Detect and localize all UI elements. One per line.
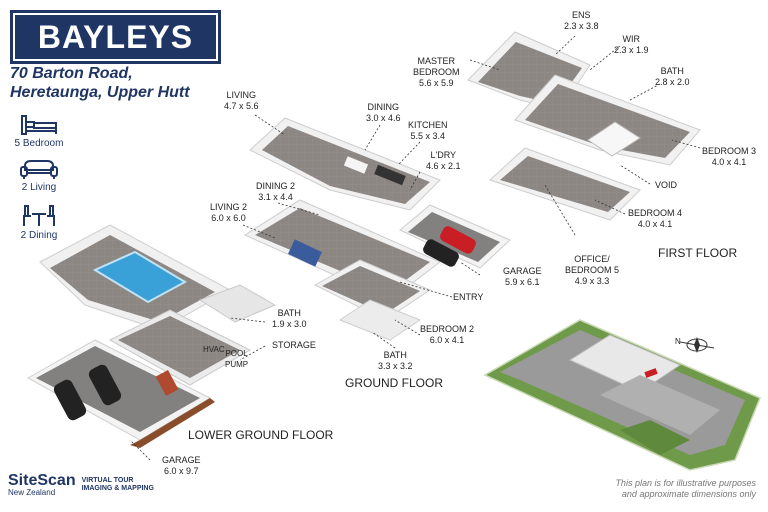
address-line-1: 70 Barton Road, bbox=[10, 65, 133, 82]
floor-title-first: FIRST FLOOR bbox=[658, 246, 738, 260]
sitescan-tagline-1: VIRTUAL TOUR bbox=[81, 476, 134, 484]
pool bbox=[92, 250, 188, 304]
feature-label: 2 Living bbox=[21, 182, 57, 193]
floor-title-ground: GROUND FLOOR bbox=[345, 376, 444, 390]
car-icon bbox=[53, 364, 122, 421]
sitescan-logo: SiteScan New Zealand VIRTUAL TOUR IMAGIN… bbox=[8, 472, 154, 497]
floor-title-lower-ground: LOWER GROUND FLOOR bbox=[188, 428, 334, 442]
room-label-hvac: HVAC bbox=[203, 345, 225, 354]
sofa-icon bbox=[20, 160, 58, 179]
disclaimer: This plan is for illustrative purposes a… bbox=[615, 478, 756, 499]
address-line-2: Heretaunga, Upper Hutt bbox=[10, 84, 190, 101]
feature-bedrooms: 5 Bedroom bbox=[8, 114, 70, 149]
feature-living: 2 Living bbox=[8, 158, 70, 193]
feature-dining: 2 Dining bbox=[8, 204, 70, 241]
sitescan-tagline-2: IMAGING & MAPPING bbox=[81, 484, 154, 492]
sitescan-country: New Zealand bbox=[8, 488, 56, 497]
feature-label: 2 Dining bbox=[20, 230, 58, 241]
leader-lines bbox=[129, 35, 701, 461]
room-label-void: VOID bbox=[655, 180, 678, 190]
bed-icon bbox=[21, 115, 57, 135]
brand-name: BAYLEYS bbox=[37, 18, 194, 55]
feature-label: 5 Bedroom bbox=[14, 138, 64, 149]
site-plan bbox=[483, 319, 761, 471]
compass-icon bbox=[679, 337, 715, 353]
car-icon bbox=[423, 226, 476, 267]
bayleys-logo: BAYLEYS bbox=[10, 10, 221, 64]
ground-floor-plan bbox=[243, 117, 511, 341]
dining-icon bbox=[23, 205, 55, 226]
lower-ground-floor-plan bbox=[26, 224, 277, 448]
compass-north-label: N bbox=[675, 337, 681, 346]
property-address: 70 Barton Road, Heretaunga, Upper Hutt bbox=[10, 64, 190, 102]
room-label-pool-pump: POOL PUMP bbox=[225, 349, 249, 369]
first-floor-plan bbox=[467, 31, 701, 221]
sitescan-brand: SiteScan bbox=[8, 472, 76, 489]
room-label-storage: STORAGE bbox=[272, 340, 316, 350]
room-label-entry: ENTRY bbox=[453, 292, 484, 302]
